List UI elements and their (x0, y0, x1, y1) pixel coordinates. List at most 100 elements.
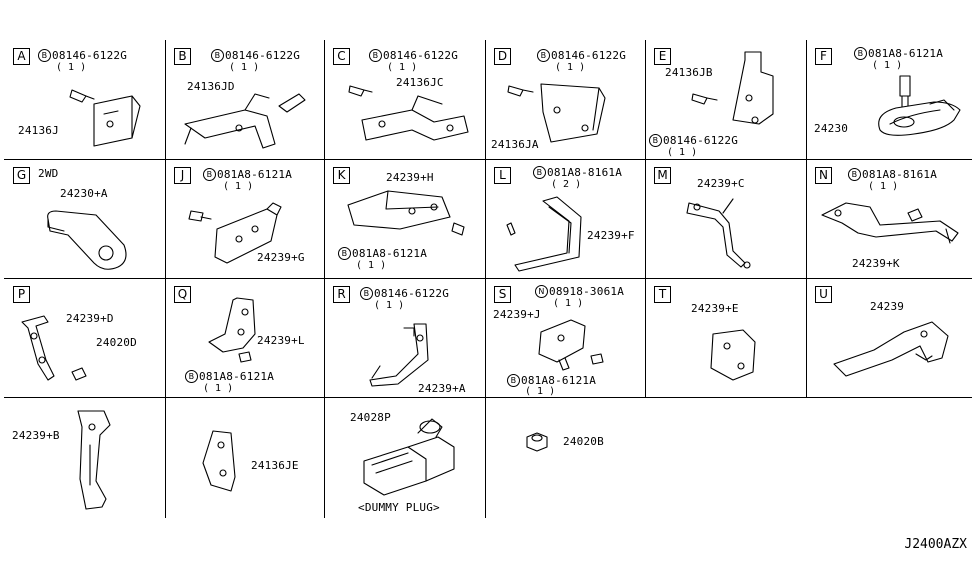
bolt-part-number: 08146-6122G (52, 49, 128, 62)
bolt-qty: ( 1 ) (203, 383, 234, 394)
bracket-24239c-drawing (686, 198, 751, 269)
cell-u: U 24239 (806, 278, 972, 397)
bolt-part-number: 081A8-6121A (352, 247, 428, 260)
bracket-24239f-drawing (506, 196, 582, 272)
cell-letter: U (815, 286, 832, 303)
bolt-marker: B (649, 134, 662, 147)
bracket-24239j-drawing (538, 319, 604, 371)
cell-letter: B (174, 48, 191, 65)
part-number: 24028P (350, 411, 391, 424)
bolt-qty: ( 1 ) (667, 147, 698, 158)
cell-p: P 24239+D 24020D (4, 278, 165, 397)
cell-letter: T (654, 286, 671, 303)
bolt-part-number: 08146-6122G (663, 134, 739, 147)
bolt-part-number: 081A8-6121A (521, 374, 597, 387)
cell-g: G 2WD 24230+A (4, 159, 165, 278)
bracket-24239-drawing (833, 321, 949, 377)
bolt-qty: ( 1 ) (56, 62, 87, 73)
part-number: 24239+L (257, 334, 305, 347)
cell-letter: G (13, 167, 30, 184)
part-number: 24136JA (491, 138, 539, 151)
grid-line-v1 (165, 40, 166, 518)
part-number: 24239+A (418, 382, 466, 395)
grid-line (4, 40, 972, 41)
nut-part-number: 08918-3061A (549, 285, 625, 298)
bolt-qty: ( 1 ) (229, 62, 260, 73)
bolt-marker: B (211, 49, 224, 62)
part-number: 24230+A (60, 187, 108, 200)
dummy-plug-24028p-drawing (363, 418, 455, 496)
bolt-part-number: 081A8-8161A (547, 166, 623, 179)
bracket-24239g-drawing (188, 202, 282, 264)
cell-y: 24020B (485, 397, 645, 518)
bolt-marker: B (338, 247, 351, 260)
cell-letter: D (494, 48, 511, 65)
bolt-marker: B (533, 166, 546, 179)
bolt-qty: ( 1 ) (387, 62, 418, 73)
part-number: 24136JD (187, 80, 235, 93)
cell-m: M 24239+C (645, 159, 806, 278)
cell-letter: K (333, 167, 350, 184)
variant-note: 2WD (38, 167, 59, 180)
bracket-24136jd-drawing (184, 93, 306, 149)
bolt-part-number: 081A8-6121A (868, 47, 944, 60)
cell-letter: A (13, 48, 30, 65)
bolt-marker: B (38, 49, 51, 62)
bolt-marker: B (369, 49, 382, 62)
cell-letter: M (654, 167, 671, 184)
part-number: 24239+G (257, 251, 305, 264)
cell-letter: F (815, 48, 832, 65)
bracket-24230a-drawing (47, 210, 127, 270)
bracket-24239d-drawing (21, 315, 87, 381)
bolt-part-number: 081A8-6121A (199, 370, 275, 383)
nut-24020b-drawing (526, 432, 548, 452)
bolt-qty: ( 2 ) (551, 179, 582, 190)
bracket-24239a-drawing (369, 323, 429, 387)
part-number: 24239+D (66, 312, 114, 325)
bolt-marker: B (537, 49, 550, 62)
bolt-marker: B (203, 168, 216, 181)
part-number: 24230 (814, 122, 849, 135)
bracket-24239b-drawing (77, 410, 111, 510)
bolt-qty: ( 1 ) (872, 60, 903, 71)
cell-letter: E (654, 48, 671, 65)
bolt-qty: ( 1 ) (223, 181, 254, 192)
grid-line-v2 (324, 40, 325, 518)
grid-line-v5 (806, 40, 807, 398)
bolt-qty: ( 1 ) (356, 260, 387, 271)
part-number: 24239+H (386, 171, 434, 184)
bolt-marker: B (854, 47, 867, 60)
cell-letter: Q (174, 286, 191, 303)
bracket-24136jb-drawing (691, 51, 774, 125)
part-number: 24136JB (665, 66, 713, 79)
drawing-code: J2400AZX (904, 537, 967, 552)
part-number: 24239+E (691, 302, 739, 315)
bolt-qty: ( 1 ) (868, 181, 899, 192)
cell-letter: C (333, 48, 350, 65)
bolt-part-number: 081A8-6121A (217, 168, 293, 181)
bolt-marker: B (848, 168, 861, 181)
cell-letter: P (13, 286, 30, 303)
part-number: 24136J (18, 124, 59, 137)
bracket-24136jc-drawing (348, 85, 469, 141)
bolt-qty: ( 1 ) (374, 300, 405, 311)
part-number: 24136JE (251, 459, 299, 472)
bracket-24136j-drawing (69, 89, 141, 147)
